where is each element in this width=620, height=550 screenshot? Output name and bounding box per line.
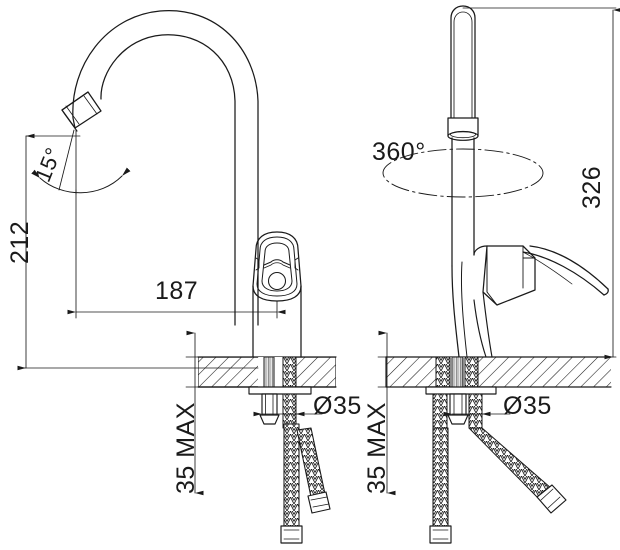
- countertop-section-right: [385, 356, 612, 388]
- label-35max-right: 35 MAX: [363, 402, 391, 494]
- dim-187-reach: [67, 189, 286, 319]
- label-reach-187: 187: [155, 277, 199, 305]
- dim-360-swivel: [382, 148, 544, 198]
- label-35max-left: 35 MAX: [172, 402, 200, 494]
- supply-hoses-left: [280, 423, 331, 544]
- front-view-faucet: [61, 10, 302, 358]
- side-view-faucet: [447, 5, 609, 358]
- label-dia35-left: Ø35: [313, 392, 362, 420]
- supply-hoses-right: [429, 427, 567, 544]
- label-height-212: 212: [6, 220, 34, 264]
- label-height-326: 326: [578, 165, 606, 209]
- dim-35max-right: [377, 330, 441, 496]
- dim-212-height: [17, 133, 259, 371]
- label-angle-360: 360°: [372, 138, 426, 166]
- label-dia35-right: Ø35: [503, 392, 552, 420]
- dim-35max-left: [185, 330, 259, 496]
- mounting-hardware-right: [425, 356, 497, 429]
- dim-326-height: [462, 7, 620, 360]
- dim-15-degrees: [25, 129, 131, 195]
